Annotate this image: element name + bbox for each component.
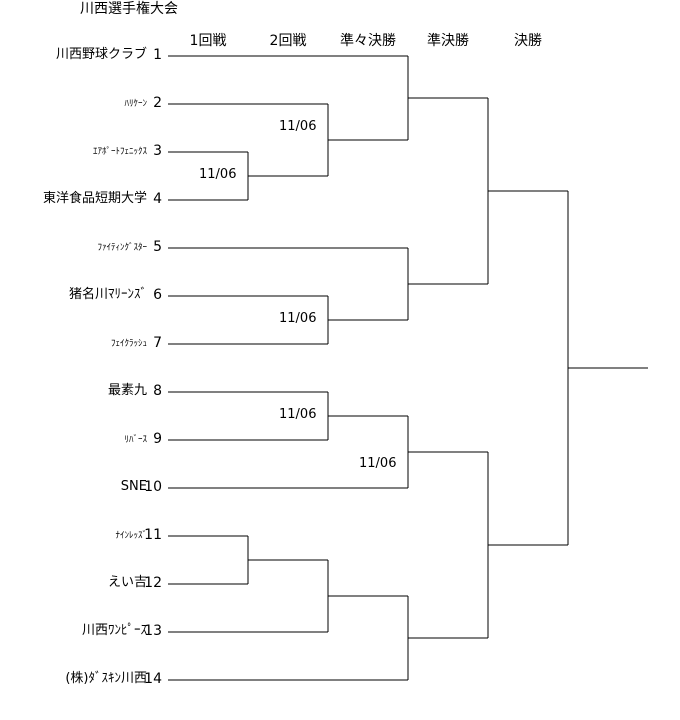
team-name-3: ｴｱﾎﾟｰﾄﾌｪﾆｯｸｽ (92, 147, 147, 157)
team-name-1: 川西野球クラブ (55, 47, 147, 62)
round-label-2: 2回戦 (269, 33, 307, 49)
round-label-semifinal: 準決勝 (427, 33, 469, 49)
round-label-final: 決勝 (514, 33, 542, 49)
team-name-4: 東洋食品短期大学 (42, 191, 147, 206)
team-number-12: 12 (144, 575, 162, 591)
match-date-r2-b: 11/06 (279, 311, 317, 326)
team-name-2: ﾊﾘｹｰﾝ (124, 99, 147, 109)
team-number-13: 13 (144, 623, 162, 639)
team-number-7: 7 (153, 335, 162, 351)
match-date-r1-3-4: 11/06 (199, 167, 237, 182)
round-label-quarterfinal: 準々決勝 (340, 33, 396, 49)
team-number-1: 1 (153, 47, 162, 63)
team-number-10: 10 (144, 479, 162, 495)
team-name-10: SNE (120, 479, 147, 494)
match-date-qf-c: 11/06 (359, 456, 397, 471)
team-name-8: 最素九 (107, 383, 147, 398)
team-name-9: ﾘﾊﾞｰｽ (124, 435, 147, 445)
tournament-title: 川西選手権大会 (80, 1, 178, 17)
team-name-7: ﾌｪｲｸﾗｯｼｭ (110, 339, 147, 349)
match-date-r2-a: 11/06 (279, 119, 317, 134)
team-number-8: 8 (153, 383, 162, 399)
team-number-14: 14 (144, 671, 162, 687)
team-number-2: 2 (153, 95, 162, 111)
match-date-r2-c: 11/06 (279, 407, 317, 422)
team-number-11: 11 (144, 527, 162, 543)
team-number-3: 3 (153, 143, 162, 159)
team-name-5: ﾌｧｲﾃｨﾝｸﾞｽﾀｰ (97, 243, 147, 253)
team-number-4: 4 (153, 191, 162, 207)
team-name-11: ﾅｲﾝﾚｯｽﾞ (115, 531, 147, 541)
team-name-14: (株)ﾀﾞｽｷﾝ川西 (65, 671, 147, 686)
team-number-6: 6 (153, 287, 162, 303)
team-number-9: 9 (153, 431, 162, 447)
round-label-1: 1回戦 (189, 33, 227, 49)
team-name-6: 猪名川ﾏﾘｰﾝｽﾞ (68, 287, 147, 302)
team-name-13: 川西ﾜﾝﾋﾟｰｽ (81, 623, 147, 638)
team-name-12: えい吉 (107, 575, 147, 590)
team-number-5: 5 (153, 239, 162, 255)
